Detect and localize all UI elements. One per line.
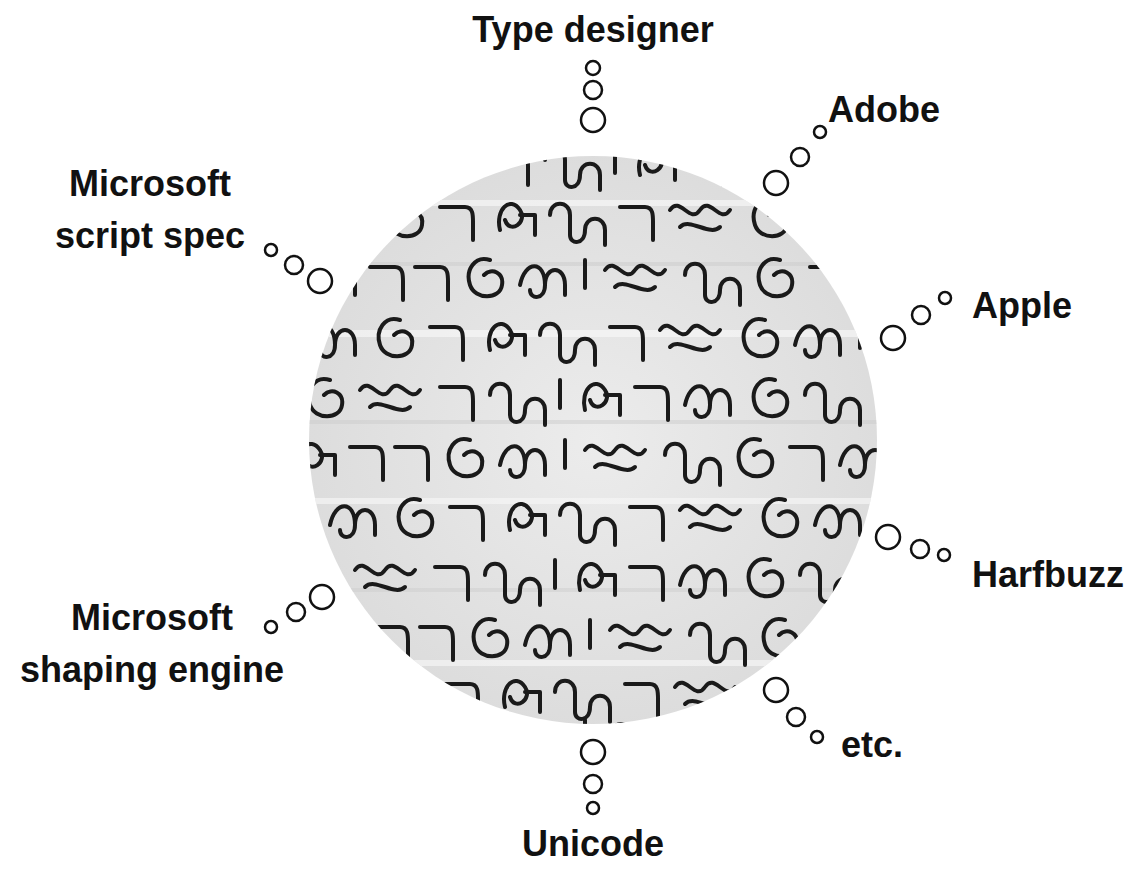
stakeholder-label: Harfbuzz xyxy=(970,549,1126,601)
stakeholder-label: Microsoft script spec xyxy=(53,158,248,262)
stakeholder-label: Apple xyxy=(970,280,1075,332)
stakeholder-label: Type designer xyxy=(470,4,716,56)
stakeholder-label: Unicode xyxy=(520,818,667,870)
stakeholder-label: Adobe xyxy=(826,84,942,136)
stakeholder-label: etc. xyxy=(839,719,906,771)
thought-bubbles xyxy=(265,61,951,814)
stakeholder-label: Microsoft shaping engine xyxy=(18,592,287,696)
